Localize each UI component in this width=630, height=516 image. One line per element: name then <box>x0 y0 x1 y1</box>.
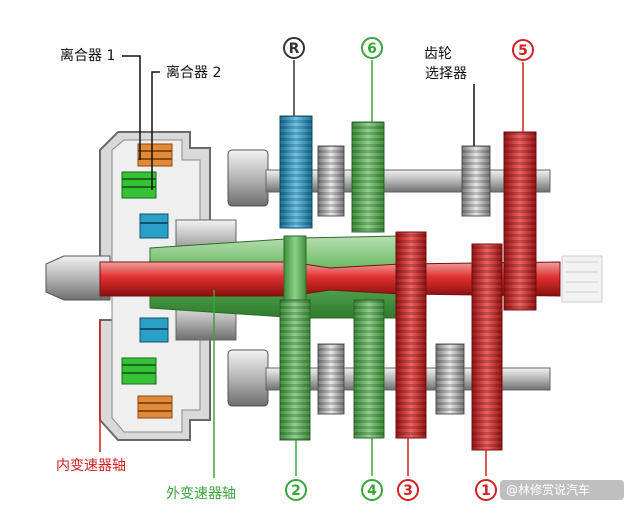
badge-gear-3: 3 <box>397 479 419 501</box>
badge-gear-6: 6 <box>361 37 383 59</box>
label-gear-selector-line1: 齿轮 <box>424 46 452 62</box>
gear-5 <box>503 131 537 311</box>
gear-reverse <box>279 115 313 229</box>
label-clutch-1: 离合器 1 <box>60 47 115 64</box>
label-inner-shaft: 内变速器轴 <box>56 458 126 474</box>
svg-text:@林修赏说汽车: @林修赏说汽车 <box>506 482 590 497</box>
badge-gear-1: 1 <box>475 479 497 501</box>
svg-text:6: 6 <box>367 41 377 57</box>
gear-3 <box>395 231 427 439</box>
svg-text:4: 4 <box>367 483 377 499</box>
upper-countershaft <box>227 149 551 207</box>
svg-text:R: R <box>289 41 300 57</box>
label-gear-selector-line2: 选择器 <box>425 66 467 82</box>
gear-1 <box>471 243 503 451</box>
input-shaft <box>45 255 111 301</box>
clutch-pack-orange-bottom <box>137 395 173 419</box>
label-clutch-2: 离合器 2 <box>166 64 221 81</box>
badge-gear-4: 4 <box>361 479 383 501</box>
svg-text:3: 3 <box>403 483 413 499</box>
badge-gear-2: 2 <box>285 479 307 501</box>
synchronizer-upper-right <box>461 145 491 217</box>
gear-2 <box>279 235 311 441</box>
badge-gear-5: 5 <box>512 39 534 61</box>
svg-text:2: 2 <box>291 483 301 499</box>
gear-6 <box>351 121 385 233</box>
synchronizer-lower-left <box>317 343 345 415</box>
clutch-pack-orange-top <box>137 143 173 167</box>
leader-lines <box>99 55 524 478</box>
clutch-pack-blue-top <box>139 213 169 239</box>
gear-4 <box>353 299 385 439</box>
inner-transmission-shaft <box>99 261 561 297</box>
badge-gear-r: R <box>283 37 305 59</box>
synchronizer-lower-right <box>435 343 465 415</box>
output-shaft-end <box>561 255 603 303</box>
clutch-pack-green-bottom <box>121 357 157 385</box>
synchronizer-upper-left <box>317 145 345 217</box>
clutch-pack-blue-bottom <box>139 317 169 343</box>
svg-text:5: 5 <box>518 43 528 59</box>
clutch-pack-green-top <box>121 171 157 199</box>
watermark: @林修赏说汽车 <box>500 480 624 500</box>
label-outer-shaft: 外变速器轴 <box>166 486 236 502</box>
svg-text:1: 1 <box>481 483 491 499</box>
